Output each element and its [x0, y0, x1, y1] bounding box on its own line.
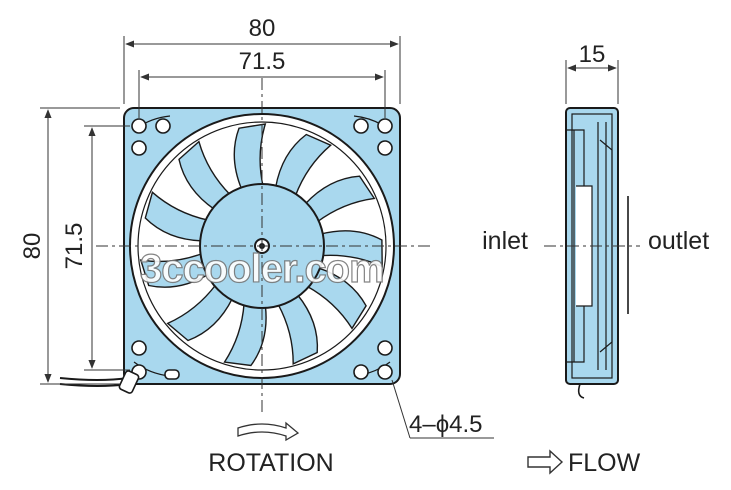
rotation-arrow-icon [237, 421, 300, 442]
flow-arrow-icon [527, 449, 564, 475]
mounting-holes [131, 118, 393, 380]
front-dimensions [40, 36, 494, 439]
side-dimensions [565, 60, 619, 104]
fan-blade [233, 123, 267, 191]
fan-blade [274, 133, 333, 198]
fan-blade [276, 293, 319, 366]
dim-width-holes: 71.5 [239, 48, 286, 75]
inlet-label: inlet [482, 227, 528, 255]
fan-blade [166, 283, 234, 342]
dim-height-outer: 80 [19, 233, 46, 260]
fan-blade [223, 302, 267, 367]
outlet-label: outlet [648, 227, 709, 255]
dim-thickness: 15 [579, 41, 606, 68]
fan-blade [304, 175, 376, 223]
front-dimension-labels: 80 71.5 80 71.5 4–ϕ4.5 [19, 15, 483, 438]
flow-label: FLOW [568, 449, 641, 477]
dim-hole-spec: 4–ϕ4.5 [409, 411, 483, 438]
fan-wire-lead [59, 370, 140, 394]
fan-blade [139, 252, 210, 288]
fan-blade [305, 266, 367, 330]
side-view [544, 107, 640, 399]
fan-blade [320, 230, 383, 268]
front-view [59, 78, 430, 412]
fan-blades [139, 123, 383, 367]
fan-blade [144, 191, 209, 242]
dim-width-outer: 80 [249, 15, 276, 42]
watermark: 3ccooler.com [140, 247, 384, 291]
rotation-label: ROTATION [208, 449, 333, 477]
dim-height-holes: 71.5 [61, 223, 88, 270]
fan-blade [178, 140, 232, 211]
